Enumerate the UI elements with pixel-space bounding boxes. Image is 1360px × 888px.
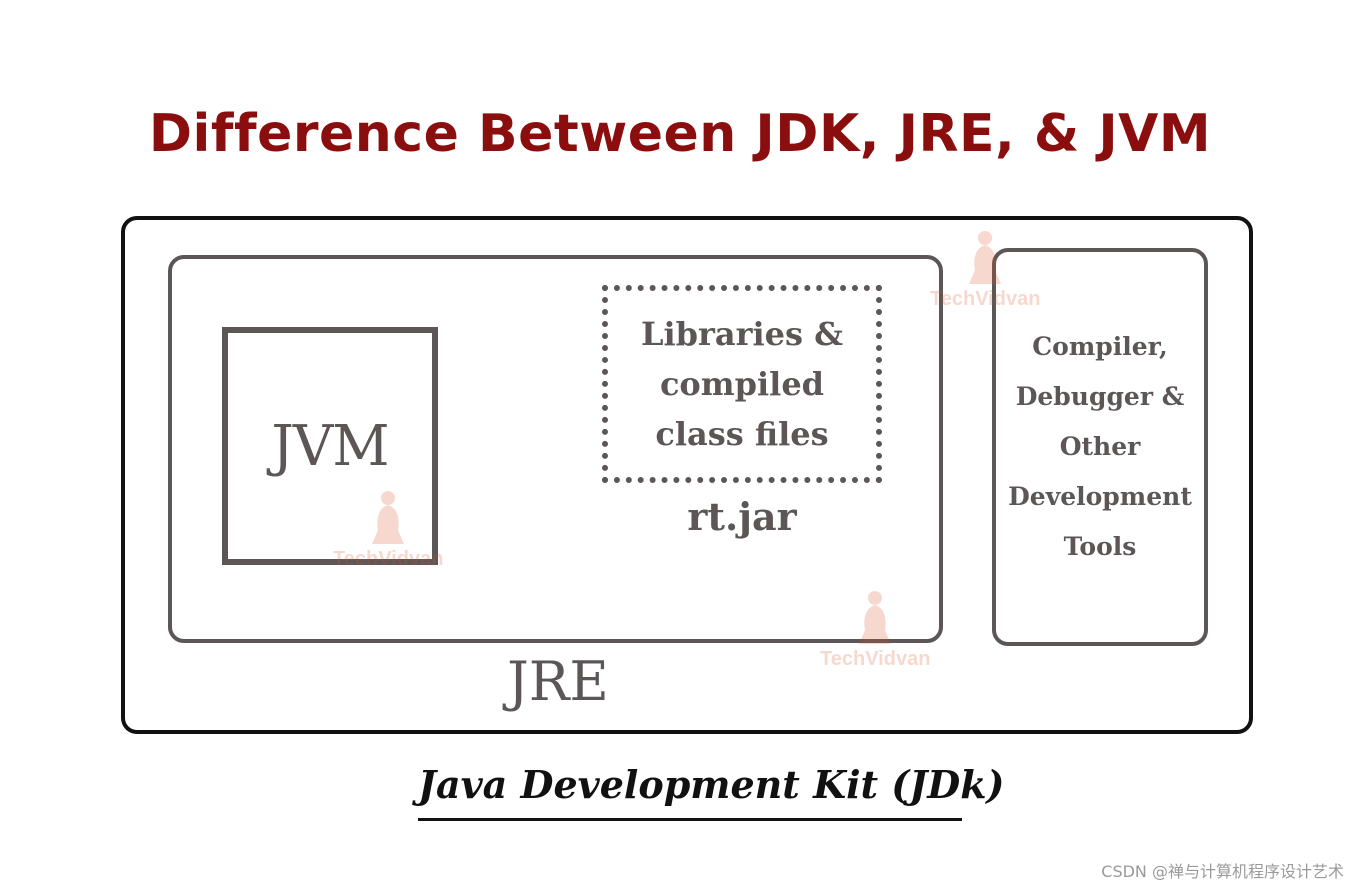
tools-line: Debugger & <box>1015 382 1185 411</box>
tools-line: Other <box>1059 432 1141 461</box>
diagram-title: Difference Between JDK, JRE, & JVM <box>148 104 1212 164</box>
dev-tools-box: Compiler, Debugger & Other Development T… <box>992 248 1208 646</box>
libraries-line: Libraries & <box>640 315 844 353</box>
jvm-label: JVM <box>271 413 389 479</box>
rt-jar-label: rt.jar <box>687 494 797 539</box>
watermark: TechVidvan <box>820 588 930 671</box>
jre-container <box>168 255 943 643</box>
source-credit: CSDN @禅与计算机程序设计艺术 <box>1101 862 1344 881</box>
watermark-figure-icon <box>372 491 405 544</box>
watermark-text: TechVidvan <box>820 648 931 670</box>
watermark-text: TechVidvan <box>930 288 1041 310</box>
jdk-caption: Java Development Kit (JDk) <box>418 762 1005 807</box>
jre-label: JRE <box>507 650 609 713</box>
watermark: TechVidvan <box>333 488 443 571</box>
watermark-figure-icon <box>969 231 1002 284</box>
libraries-box: Libraries & compiled class files <box>602 285 882 483</box>
watermark-figure-icon <box>859 591 892 644</box>
libraries-line: compiled <box>659 365 825 403</box>
watermark-text: TechVidvan <box>333 548 444 570</box>
jvm-box: JVM <box>222 327 438 565</box>
watermark: TechVidvan <box>930 228 1040 311</box>
caption-underline <box>418 818 962 821</box>
tools-line: Development <box>1008 482 1192 511</box>
tools-line: Tools <box>1063 532 1137 561</box>
tools-line: Compiler, <box>1032 332 1168 361</box>
jdk-container <box>121 216 1253 734</box>
libraries-line: class files <box>655 415 829 453</box>
